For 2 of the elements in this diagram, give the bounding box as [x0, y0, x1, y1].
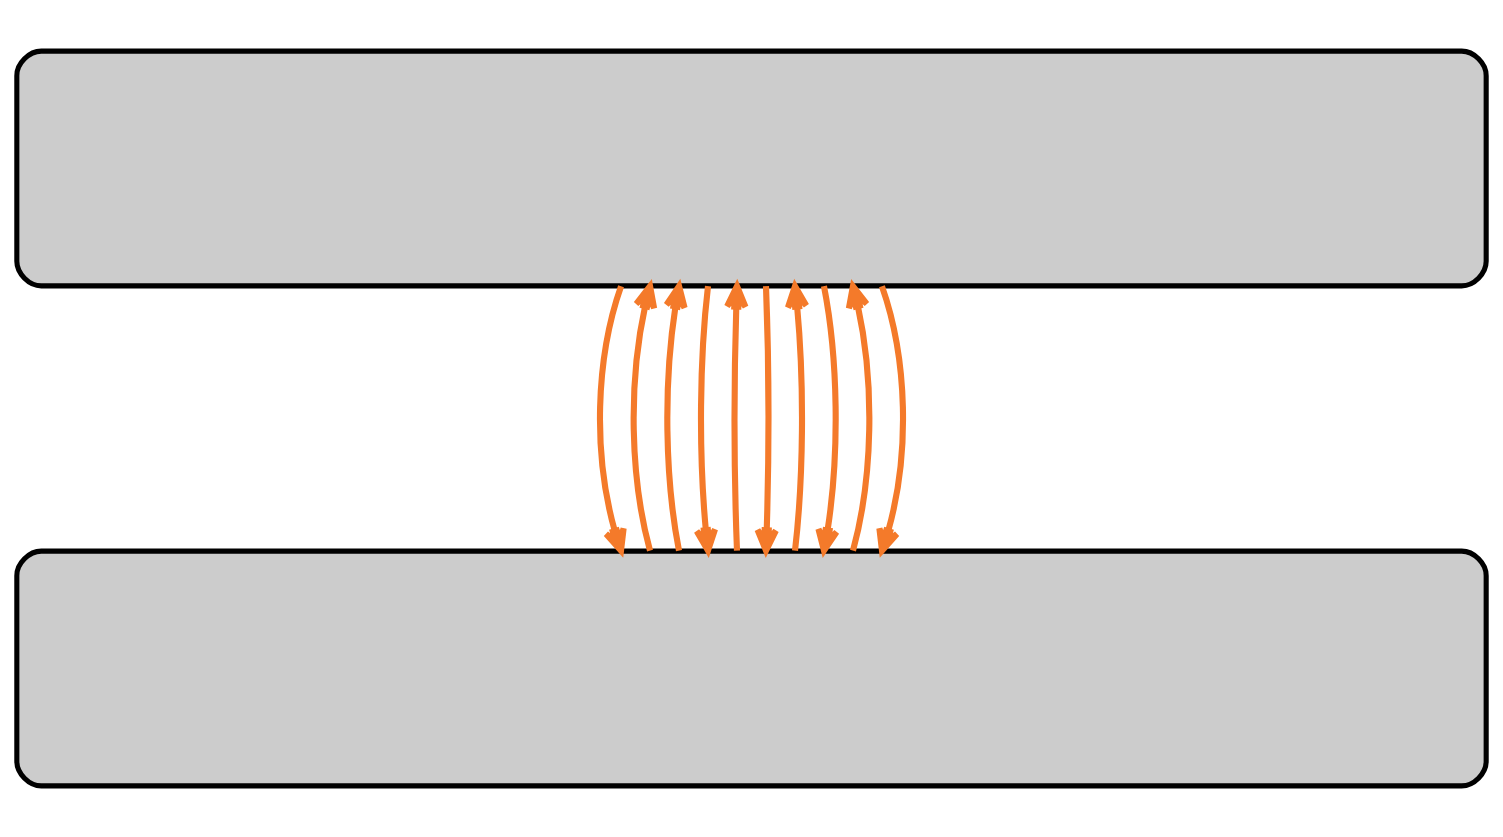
- node-box: [14, 548, 1489, 789]
- node-box: [14, 48, 1489, 289]
